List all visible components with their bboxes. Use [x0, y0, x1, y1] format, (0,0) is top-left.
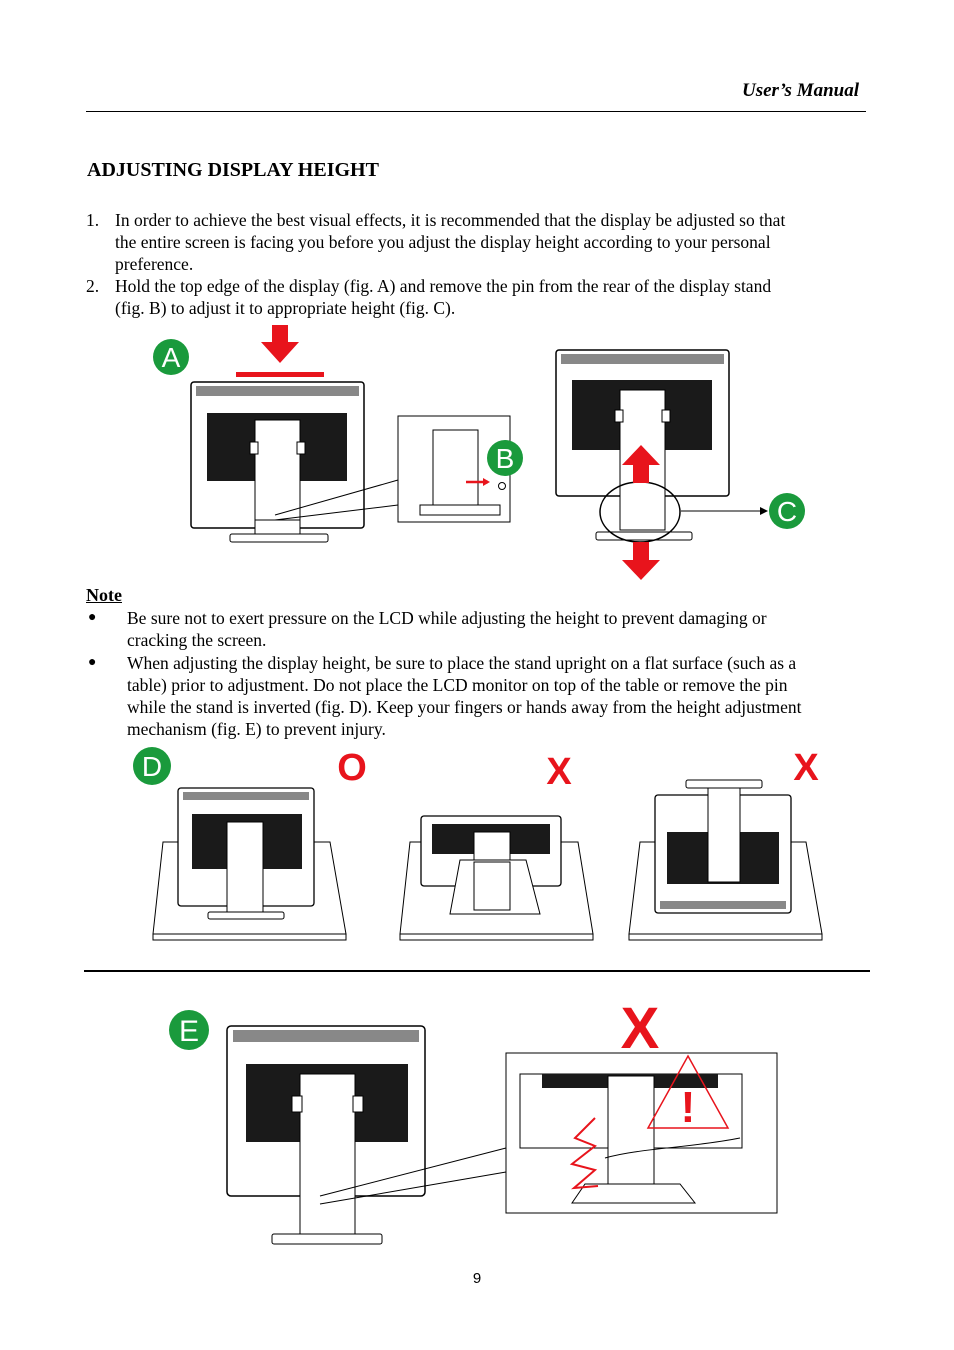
- note-line: while the stand is inverted (fig. D). Ke…: [127, 697, 802, 717]
- monitor-e: [226, 1025, 507, 1245]
- note-line: mechanism (fig. E) to prevent injury.: [127, 719, 386, 739]
- top-edge-marker: [236, 372, 324, 377]
- step-1: 1. In order to achieve the best visual e…: [86, 209, 785, 275]
- bullet-dot-icon: ●: [88, 655, 97, 670]
- badge-a: [153, 339, 189, 375]
- note-line: table) prior to adjustment. Do not place…: [127, 675, 788, 695]
- wrong-mark: X: [621, 998, 660, 1061]
- header-rule: [86, 111, 866, 112]
- note-title: Note: [86, 585, 122, 605]
- section-title: ADJUSTING DISPLAY HEIGHT: [87, 159, 379, 181]
- section-divider: [84, 970, 870, 972]
- step-2-line: Hold the top edge of the display (fig. A…: [115, 276, 772, 296]
- lower-arrow-icon: [622, 542, 660, 580]
- note-line: cracking the screen.: [127, 630, 267, 650]
- warning-exclamation: !: [681, 1083, 696, 1132]
- figure-e: E X !: [169, 998, 778, 1245]
- correct-mark: O: [337, 747, 367, 789]
- monitor-c: [555, 349, 768, 543]
- step-1-line: the entire screen is facing you before y…: [115, 232, 771, 252]
- table-inverted: [628, 779, 823, 941]
- raise-arrow-icon: [622, 445, 660, 483]
- step-2-line: (fig. B) to adjust it to appropriate hei…: [115, 298, 456, 318]
- badge-e-label: E: [179, 1015, 199, 1048]
- table-upright: [152, 787, 347, 941]
- step-2: 2. Hold the top edge of the display (fig…: [86, 275, 771, 319]
- note-bullet-1: ● Be sure not to exert pressure on the L…: [86, 607, 876, 651]
- wrong-mark: X: [793, 747, 819, 789]
- step-1-line: In order to achieve the best visual effe…: [115, 210, 786, 230]
- manual-header-title: User’s Manual: [741, 80, 859, 101]
- note-line: When adjusting the display height, be su…: [127, 653, 797, 673]
- badge-d-label: D: [142, 751, 162, 782]
- badge-e: [169, 1010, 209, 1050]
- figure-d: D O X X: [133, 747, 823, 941]
- badge-c: [769, 493, 805, 529]
- inset-pinch-detail: !: [505, 1052, 778, 1214]
- warning-triangle-icon: [646, 1054, 730, 1129]
- step-1-number: 1.: [86, 210, 100, 230]
- note-bullet-2: ● When adjusting the display height, be …: [86, 652, 876, 740]
- step-1-line: preference.: [115, 254, 194, 274]
- badge-d: [133, 747, 171, 785]
- badge-c-label: C: [777, 496, 797, 527]
- press-arrow-icon: [261, 325, 299, 363]
- step-2-number: 2.: [86, 276, 100, 296]
- figure-abc: A B C: [153, 325, 805, 580]
- monitor-a: [190, 381, 399, 543]
- page-number: 9: [472, 1270, 482, 1287]
- bullet-dot-icon: ●: [88, 610, 97, 625]
- badge-b-label: B: [496, 443, 515, 474]
- wrong-mark: X: [546, 751, 572, 793]
- badge-b: [487, 440, 523, 476]
- note-line: Be sure not to exert pressure on the LCD…: [127, 608, 767, 628]
- table-face-down: [399, 815, 594, 941]
- badge-a-label: A: [162, 342, 181, 373]
